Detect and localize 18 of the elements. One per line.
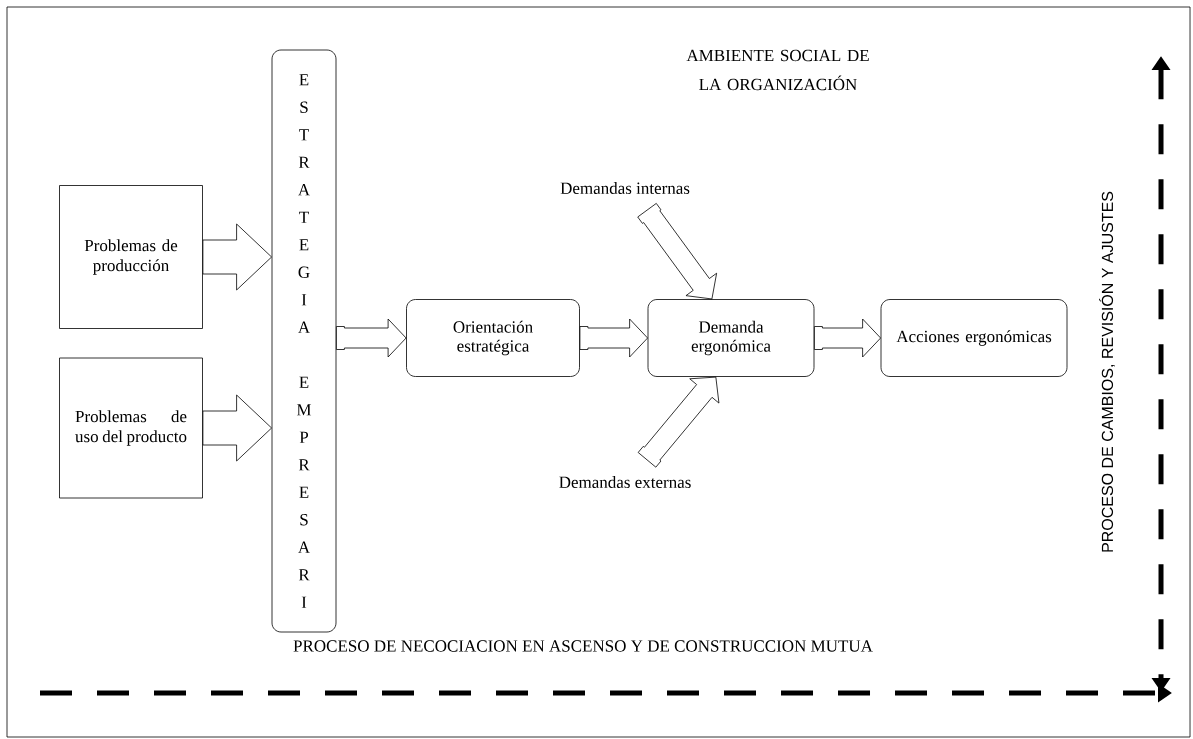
block-arrow	[814, 318, 881, 358]
process-box: Acciones ergonómicas	[880, 299, 1068, 377]
process-box: Orientación estratégica	[406, 299, 580, 377]
block-arrow	[202, 394, 272, 462]
process-label: PROCESO DE NECOCIACION EN ASCENSO Y DE CONSTRUCCION MUTUA	[293, 640, 873, 652]
strategy-bar: ESTRATEGIA EMPRESARI	[271, 49, 337, 633]
block-arrow	[579, 318, 648, 358]
block-arrow	[336, 318, 407, 358]
block-arrow	[637, 376, 720, 468]
process-label: PROCESO DE CAMBIOS, REVISIÓN Y AJUSTES	[1099, 191, 1115, 552]
problem-box: Problemas de producción	[59, 185, 203, 329]
input-label: Demandas externas	[559, 476, 691, 488]
block-arrow	[637, 203, 718, 300]
input-label: Demandas internas	[560, 182, 690, 194]
block-arrow	[202, 223, 272, 291]
title: AMBIENTE SOCIAL DE LA ORGANIZACIÓN	[686, 49, 869, 91]
problem-box: Problemas de uso del producto	[59, 357, 203, 499]
process-box: Demanda ergonómica	[647, 299, 815, 377]
